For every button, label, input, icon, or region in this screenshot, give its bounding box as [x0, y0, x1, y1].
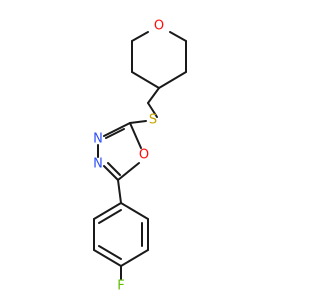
oxadiazole-ring [97, 122, 142, 181]
bond-c6-o [131, 31, 149, 42]
bond-c2-n3-outer [103, 122, 131, 137]
fluorophenyl-ring [93, 202, 149, 280]
bond-ar-6-1 [93, 202, 122, 220]
bond-ar-1-2 [120, 202, 149, 220]
bond-ar-6-1-inner [98, 209, 122, 224]
bond-n4-c5-outer [103, 165, 119, 181]
atom-label-fluorine: F [117, 279, 124, 294]
molecule-structure-canvas: O S N N O F [93, 19, 187, 294]
bond-c3-c4 [158, 71, 187, 89]
tetrahydropyran-ring [131, 31, 187, 89]
bond-o1-c2 [129, 122, 142, 149]
bond-ch2-s [147, 102, 158, 118]
atom-label-oxygen-pyran: O [154, 19, 164, 34]
bond-c4-c5 [131, 71, 160, 89]
bond-oxadiazole-phenyl [117, 179, 122, 204]
bond-o-c2 [169, 31, 187, 42]
atom-label-sulfur: S [149, 113, 157, 128]
atom-label-nitrogen-4: N [93, 157, 103, 172]
atom-label-nitrogen-3: N [93, 132, 103, 147]
bond-s-c2-oxadiazole [129, 120, 147, 124]
molecule-structure-diagram: O S N N O F [93, 19, 187, 294]
bond-ar-3-4 [120, 249, 149, 267]
bond-c5-o1 [117, 162, 140, 181]
bond-n4-c5-inner [107, 162, 121, 176]
bond-ar-4-5-inner [98, 245, 122, 260]
bond-ar-4-5 [93, 249, 122, 267]
atom-label-oxygen-oxadiazole: O [139, 148, 149, 163]
methylthio-linker [129, 87, 160, 124]
bond-c2-n3-inner [105, 128, 125, 139]
bond-ring-ch2 [147, 87, 160, 104]
